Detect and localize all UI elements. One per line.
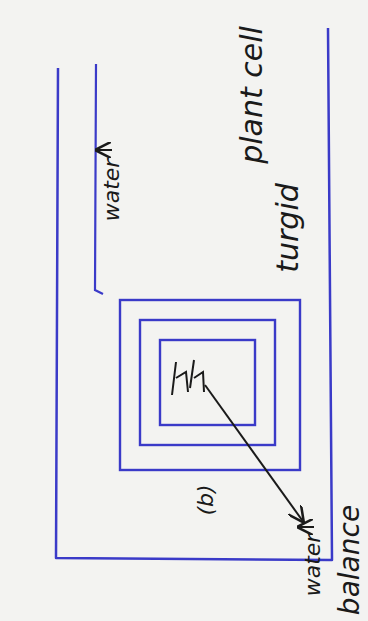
up-arrow [98,149,112,151]
inner-square [160,340,255,425]
handwritten-label: water [302,534,324,597]
handwritten-label: plant cell [237,26,267,164]
handwritten-label: turgid [273,183,303,273]
water-arrow [205,385,302,520]
vacuole-square [140,320,275,445]
handwritten-label: water [101,159,123,222]
cell-wall [56,28,332,560]
up-arrow [300,526,314,528]
handwritten-label: (b) [194,484,216,515]
scribble [172,360,204,395]
cytoplasm-square [120,300,300,470]
handwritten-label: balance [336,505,364,615]
